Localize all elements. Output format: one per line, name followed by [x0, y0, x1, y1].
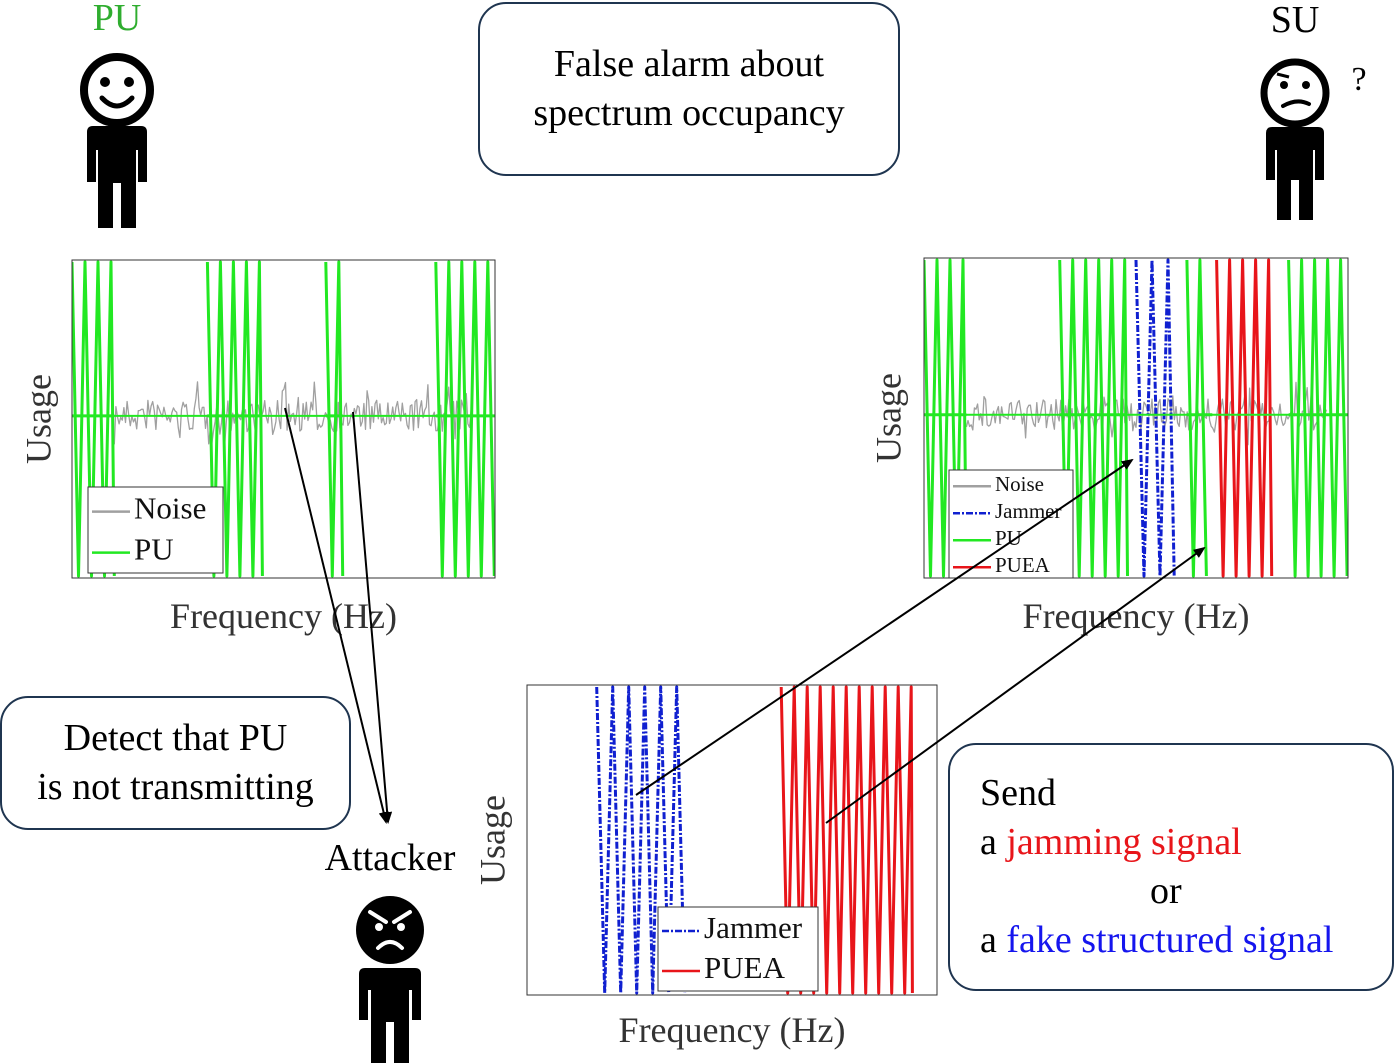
jamming-signal-text: jamming signal: [1006, 821, 1242, 863]
detect-line1: Detect that PU: [63, 717, 288, 759]
pu-series-band-2: [1058, 258, 1129, 578]
su-label: SU: [1271, 0, 1320, 41]
pu-figure: PU: [80, 0, 154, 228]
pu-series-band-4: [1287, 258, 1348, 578]
plot-frame: [923, 257, 1349, 579]
detect-callout: Detect that PU is not transmitting: [0, 696, 351, 830]
pu-eye-left: [100, 77, 110, 87]
send-line1: Send: [980, 772, 1056, 814]
pu-series-band-1: [72, 260, 116, 578]
su-figure: SU ?: [1260, 0, 1367, 220]
y-axis-label: Usage: [18, 374, 58, 464]
pu-body: [87, 126, 147, 228]
su-mouth: [1281, 99, 1311, 108]
attacker-eye-left: [375, 923, 383, 931]
y-axis-label: Usage: [868, 373, 908, 463]
pu-label: PU: [93, 0, 142, 39]
detect-line2: is not transmitting: [37, 766, 314, 808]
pu-series-band-3: [1185, 258, 1208, 578]
pu-series-band-2: [205, 260, 264, 578]
attacker-figure: Attacker: [325, 837, 456, 1063]
su-eye-left: [1280, 81, 1288, 89]
arrow-pu-gap2-to-attacker: [352, 411, 393, 824]
pu-series-band-4: [434, 260, 495, 578]
false-alarm-callout: False alarm about spectrum occupancy: [478, 2, 900, 176]
attacker-eye-right: [397, 923, 405, 931]
su-body: [1266, 127, 1324, 220]
plot-area: [72, 260, 495, 578]
legend-label-noise: Noise: [995, 472, 1044, 496]
send-line3: or: [1150, 870, 1182, 912]
fake-structured-signal-text: fake structured signal: [1006, 919, 1334, 961]
y-axis-label: Usage: [472, 795, 512, 885]
send-line2: a jamming signal: [980, 818, 1392, 867]
false-alarm-line2: spectrum occupancy: [533, 92, 845, 134]
pu-eye-right: [124, 77, 134, 87]
x-axis-label: Frequency (Hz): [170, 596, 397, 636]
attacker-brow-right: [392, 910, 412, 924]
arrows: [284, 407, 1206, 824]
attacker-mouth: [376, 940, 404, 950]
legend-label-pu: PU: [134, 532, 174, 567]
legend-label-puea: PUEA: [995, 553, 1051, 577]
legend-label-jammer: Jammer: [995, 499, 1061, 523]
legend-label-noise: Noise: [134, 491, 206, 526]
puea-series-band-1: [779, 685, 914, 995]
noise-series-band-1: [113, 381, 473, 445]
send-line2-prefix: a: [980, 821, 1007, 863]
su-head: [1260, 58, 1330, 128]
plot-frame: [71, 259, 496, 579]
su-eye-right: [1302, 81, 1310, 89]
pu-series-band-1: [924, 258, 968, 578]
puea-series-band-1: [1215, 258, 1274, 578]
plot-area: [924, 258, 1348, 578]
x-axis-label: Frequency (Hz): [619, 1010, 846, 1050]
send-line4: a fake structured signal: [980, 916, 1392, 965]
arrow-jammer-to-su-spectrum: [635, 458, 1134, 796]
x-axis-label: Frequency (Hz): [1023, 596, 1250, 636]
send-callout: Send a jamming signal or a fake structur…: [948, 743, 1394, 991]
arrow-puea-to-su-spectrum: [825, 546, 1206, 824]
attacker-brow-left: [368, 910, 388, 924]
jammer-series-band-1: [1134, 258, 1176, 578]
pu-series-band-3: [324, 260, 345, 578]
false-alarm-line1: False alarm about: [553, 43, 825, 85]
plot-frame: [526, 684, 938, 996]
legend-label-puea: PUEA: [704, 950, 786, 985]
arrow-pu-gap1-to-attacker: [284, 407, 389, 824]
attacker-head: [356, 896, 424, 964]
attacker-body: [359, 968, 421, 1063]
pu-head: [80, 53, 154, 127]
attacker-label: Attacker: [325, 837, 456, 879]
su-brow: [1276, 72, 1290, 79]
su-question-mark: ?: [1351, 61, 1366, 98]
pu-smile: [99, 95, 135, 109]
legend-label-jammer: Jammer: [704, 910, 803, 945]
send-line4-prefix: a: [980, 919, 1007, 961]
